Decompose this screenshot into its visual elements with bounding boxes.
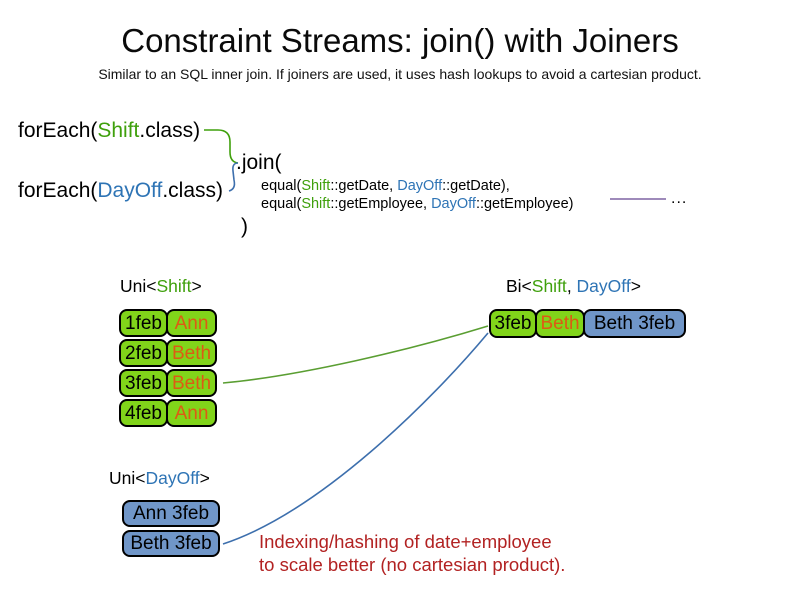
label-text: ,	[566, 276, 577, 296]
brace-blue-curve	[228, 162, 239, 192]
shift-class-token: Shift	[301, 178, 331, 194]
dayoff-to-bi-connector	[222, 332, 489, 545]
shift-class-token: Shift	[97, 119, 140, 142]
code-text: forEach(	[18, 119, 98, 142]
uni-dayoff-label: Uni<DayOff>	[109, 468, 210, 489]
code-text: forEach(	[18, 179, 98, 202]
label-text: Uni<	[109, 468, 146, 488]
note-line: to scale better (no cartesian product).	[259, 554, 566, 575]
code-foreach-dayoff: forEach(DayOff.class)	[18, 179, 223, 203]
dayoff-class-token: DayOff	[97, 179, 163, 202]
bi-shift-employee-cell: Beth	[535, 309, 585, 338]
uni-shift-label: Uni<Shift>	[120, 276, 202, 297]
code-text: ::getDate),	[442, 178, 510, 194]
uni-shift-row: 4feb Ann	[119, 399, 217, 427]
label-text: Bi<	[506, 276, 532, 296]
uni-shift-row: 1feb Ann	[119, 309, 217, 337]
uni-shift-row: 2feb Beth	[119, 339, 217, 367]
note-line: Indexing/hashing of date+employee	[259, 531, 552, 552]
code-text: equal(	[261, 178, 302, 194]
shift-to-bi-connector	[222, 325, 489, 384]
uni-dayoff-row: Ann 3feb	[122, 500, 220, 527]
more-joiners-ellipsis: ...	[671, 190, 688, 207]
code-foreach-shift: forEach(Shift.class)	[18, 119, 200, 143]
shift-employee-cell: Beth	[166, 339, 217, 367]
brace-green-curve	[204, 129, 239, 164]
label-text: Uni<	[120, 276, 157, 296]
dayoff-class-token: DayOff	[576, 276, 631, 296]
shift-employee-cell: Beth	[166, 369, 217, 397]
dayoff-cell: Beth 3feb	[122, 530, 220, 557]
code-joiner-date: equal(Shift::getDate, DayOff::getDate),	[261, 178, 510, 194]
shift-class-token: Shift	[301, 196, 331, 212]
shift-employee-cell: Ann	[166, 309, 217, 337]
code-text: ::getEmployee)	[475, 196, 574, 212]
bi-row: 3feb Beth Beth 3feb	[489, 309, 686, 338]
dayoff-class-token: DayOff	[397, 178, 443, 194]
label-text: >	[199, 468, 210, 488]
uni-shift-row: 3feb Beth	[119, 369, 217, 397]
code-text: ::getDate,	[330, 178, 398, 194]
shift-date-cell: 2feb	[119, 339, 168, 367]
bi-shift-date-cell: 3feb	[489, 309, 537, 338]
shift-class-token: Shift	[531, 276, 567, 296]
code-joiner-employee: equal(Shift::getEmployee, DayOff::getEmp…	[261, 196, 573, 212]
page-subtitle: Similar to an SQL inner join. If joiners…	[98, 66, 702, 82]
bi-label: Bi<Shift, DayOff>	[506, 276, 641, 297]
shift-class-token: Shift	[156, 276, 192, 296]
dayoff-class-token: DayOff	[431, 196, 476, 212]
dayoff-class-token: DayOff	[145, 468, 200, 488]
dayoff-cell: Ann 3feb	[122, 500, 220, 527]
label-text: >	[630, 276, 641, 296]
bi-dayoff-cell: Beth 3feb	[583, 309, 686, 338]
code-text: .class)	[139, 119, 201, 142]
code-join-open: .join(	[236, 151, 282, 174]
code-join-close: )	[241, 215, 248, 238]
label-text: >	[191, 276, 202, 296]
code-text: ::getEmployee,	[330, 196, 432, 212]
shift-date-cell: 4feb	[119, 399, 168, 427]
uni-dayoff-row: Beth 3feb	[122, 530, 220, 557]
page-title: Constraint Streams: join() with Joiners	[121, 22, 679, 59]
code-text: .class)	[162, 179, 224, 202]
shift-date-cell: 3feb	[119, 369, 168, 397]
shift-employee-cell: Ann	[166, 399, 217, 427]
code-text: equal(	[261, 196, 302, 212]
shift-date-cell: 1feb	[119, 309, 168, 337]
